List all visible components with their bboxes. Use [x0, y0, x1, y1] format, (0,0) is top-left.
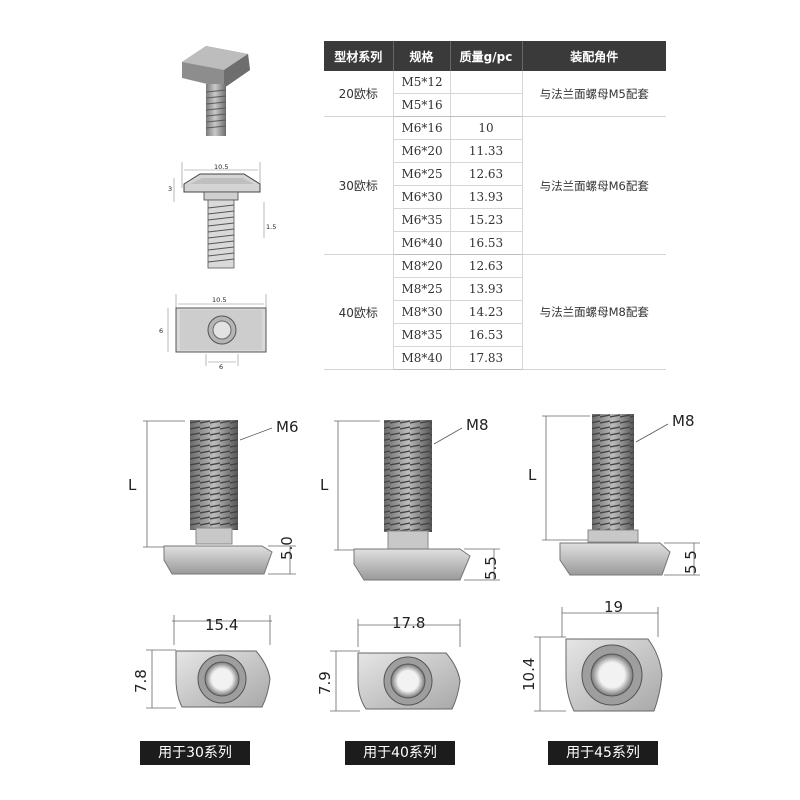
table-row: M6*40 16.53 — [324, 231, 666, 255]
spec-cell: M6*25 — [393, 162, 451, 186]
bolt-2-head-height: 5.5 — [482, 556, 500, 580]
table-row: M6*20 11.33 — [324, 139, 666, 163]
mass-cell: 11.33 — [450, 139, 523, 163]
series-cell: 30欧标 — [324, 116, 394, 255]
bolt-3-thread-label: M8 — [672, 412, 695, 430]
match-cell: 与法兰面螺母M8配套 — [522, 254, 666, 370]
nut-1-width: 15.4 — [205, 616, 238, 634]
table-row: M5*16 — [324, 93, 666, 117]
mass-cell: 13.93 — [450, 277, 523, 301]
series-cell: 20欧标 — [324, 71, 394, 117]
table-row: M6*35 15.23 — [324, 208, 666, 232]
bolt-1-thread-label: M6 — [276, 418, 299, 436]
bolt-3-length-label: L — [528, 466, 537, 484]
spec-cell: M8*40 — [393, 346, 451, 370]
mass-cell: 16.53 — [450, 231, 523, 255]
table-row: M6*25 12.63 — [324, 162, 666, 186]
nut-1-height: 7.8 — [132, 669, 150, 693]
mass-cell — [450, 71, 523, 94]
header-series: 型材系列 — [324, 41, 394, 71]
spec-cell: M8*30 — [393, 300, 451, 324]
t-bolt-side-view-drawing: 10.5 3 1.5 — [168, 162, 276, 269]
spec-cell: M6*20 — [393, 139, 451, 163]
spec-cell: M5*12 — [393, 71, 451, 94]
nut-top-views: 15.4 7.8 17.8 7.9 19 10.4 — [132, 598, 663, 712]
nut-3-width: 19 — [604, 598, 623, 616]
bolt-40-side — [334, 420, 500, 581]
mass-cell: 16.53 — [450, 323, 523, 347]
table-row: M6*30 13.93 — [324, 185, 666, 209]
table-row: 20欧标 M5*12 与法兰面螺母M5配套 — [324, 71, 666, 117]
bolt-3-head-height: 5 5 — [682, 550, 700, 574]
match-cell: 与法兰面螺母M6配套 — [522, 116, 666, 255]
spec-cell: M5*16 — [393, 93, 451, 117]
bolt-45-side — [542, 414, 700, 576]
top-height-label: 6 — [159, 327, 163, 335]
match-cell: 与法兰面螺母M5配套 — [522, 71, 666, 117]
table-row: M8*40 17.83 — [324, 346, 666, 370]
nut-45-top — [534, 607, 663, 712]
side-width-label: 10.5 — [214, 163, 228, 171]
mass-cell — [450, 93, 523, 117]
mass-cell: 12.63 — [450, 162, 523, 186]
nut-2-height: 7.9 — [316, 671, 334, 695]
side-height-label: 3 — [168, 185, 172, 193]
nut-2-width: 17.8 — [392, 614, 425, 632]
side-right-label: 1.5 — [266, 223, 276, 231]
caption-40-series: 用于40系列 — [345, 741, 455, 765]
series-cell: 40欧标 — [324, 254, 394, 370]
table-row: 30欧标 M6*16 10 与法兰面螺母M6配套 — [324, 116, 666, 255]
mass-cell: 15.23 — [450, 208, 523, 232]
mass-cell: 10 — [450, 116, 523, 140]
bolt-1-head-height: 5.0 — [278, 536, 296, 560]
bolt-2-length-label: L — [320, 476, 329, 494]
spec-cell: M6*16 — [393, 116, 451, 140]
spec-cell: M6*30 — [393, 185, 451, 209]
mass-cell: 12.63 — [450, 254, 523, 278]
bolt-2-thread-label: M8 — [466, 416, 489, 434]
spec-cell: M6*35 — [393, 208, 451, 232]
top-width-label: 10.5 — [212, 296, 226, 304]
bolt-30-side — [143, 420, 296, 575]
spec-cell: M6*40 — [393, 231, 451, 255]
table-row: M8*30 14.23 — [324, 300, 666, 324]
t-nut-top-view-drawing: 10.5 6 6 — [159, 294, 267, 370]
table-row: M8*25 13.93 — [324, 277, 666, 301]
spec-cell: M8*35 — [393, 323, 451, 347]
top-slot-label: 6 — [219, 363, 223, 370]
spec-table: 型材系列 规格 质量g/pc 装配角件 20欧标 M5*12 与法兰面螺母M5配… — [324, 41, 666, 370]
table-row: 40欧标 M8*20 12.63 与法兰面螺母M8配套 — [324, 254, 666, 370]
caption-45-series: 用于45系列 — [548, 741, 658, 765]
mass-cell: 17.83 — [450, 346, 523, 370]
caption-30-series: 用于30系列 — [140, 741, 250, 765]
table-header-row: 型材系列 规格 质量g/pc 装配角件 — [324, 41, 666, 71]
nut-40-top — [330, 619, 461, 712]
mass-cell: 13.93 — [450, 185, 523, 209]
mass-cell: 14.23 — [450, 300, 523, 324]
header-spec: 规格 — [393, 41, 451, 71]
nut-30-top — [146, 615, 272, 709]
header-assembly: 装配角件 — [522, 41, 666, 71]
spec-cell: M8*20 — [393, 254, 451, 278]
spec-cell: M8*25 — [393, 277, 451, 301]
table-row: M8*35 16.53 — [324, 323, 666, 347]
bolt-side-views: L M6 5.0 L M8 5.5 L M8 5 5 — [128, 412, 700, 581]
header-mass: 质量g/pc — [450, 41, 523, 71]
t-bolt-3d-render — [182, 46, 250, 136]
bolt-1-length-label: L — [128, 476, 137, 494]
nut-3-height: 10.4 — [520, 658, 538, 691]
